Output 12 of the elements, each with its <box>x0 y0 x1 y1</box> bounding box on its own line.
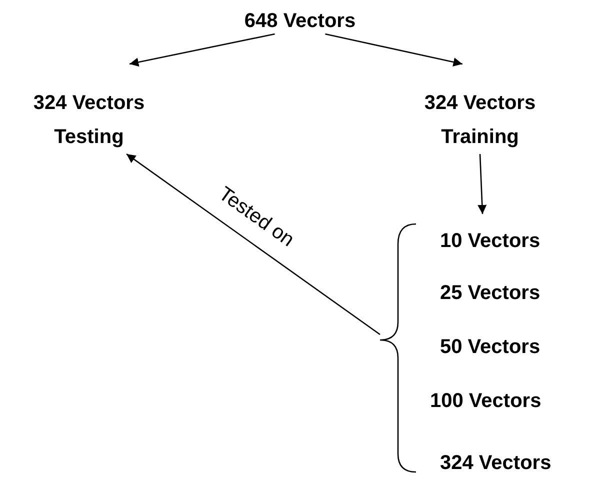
node-label: 324 Vectors <box>440 451 552 476</box>
arrow <box>129 33 275 67</box>
node-label: 324 Vectors Training <box>423 91 537 150</box>
node-label: 25 Vectors <box>440 281 540 306</box>
arrow <box>478 154 487 214</box>
node-label: 100 Vectors <box>430 389 542 414</box>
arrow <box>325 33 463 66</box>
arrow <box>126 153 380 336</box>
node-label: 648 Vectors <box>243 9 357 34</box>
node-label: 50 Vectors <box>440 335 540 360</box>
node-label: 10 Vectors <box>440 229 540 254</box>
node-label: 324 Vectors Testing <box>32 91 146 150</box>
